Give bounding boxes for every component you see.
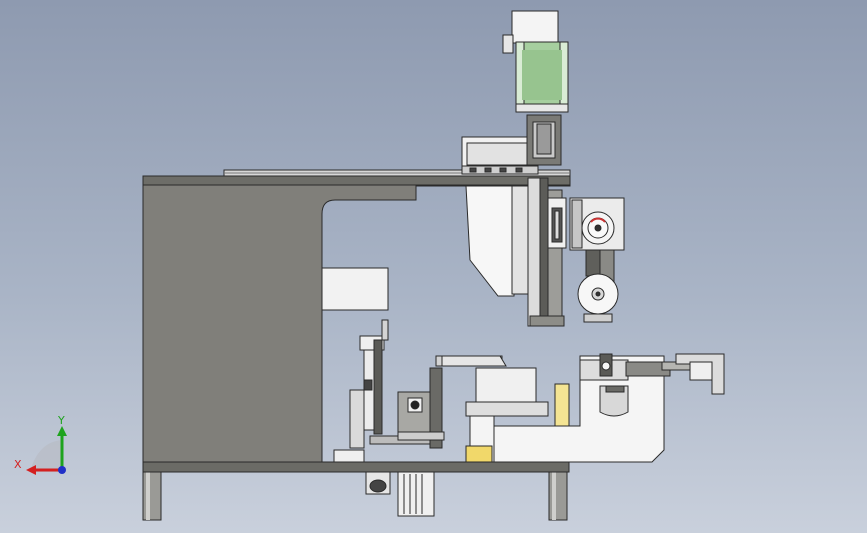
z-axis-origin [58,466,66,474]
y-axis-label: Y [57,414,65,427]
motor-cap [511,10,559,44]
bottom-cylinder [365,471,435,517]
clamp-unit [397,355,507,449]
left-slide-unit [333,319,441,463]
center-block [465,367,570,463]
x-axis-label: X [14,458,22,471]
frame-body [142,177,571,463]
top-plate [142,175,571,186]
machine-legs [142,471,568,521]
leg-left [142,471,162,521]
vertical-axis [465,177,567,327]
servo-motor [502,10,569,113]
right-bracket [493,353,725,463]
frame-window [321,267,389,311]
top-carriage [461,114,562,175]
main-frame [142,169,571,473]
axis-triad[interactable]: Y X [14,414,67,475]
base-plate [142,461,570,473]
leg-right [548,471,568,521]
gauge-assembly [569,197,625,323]
